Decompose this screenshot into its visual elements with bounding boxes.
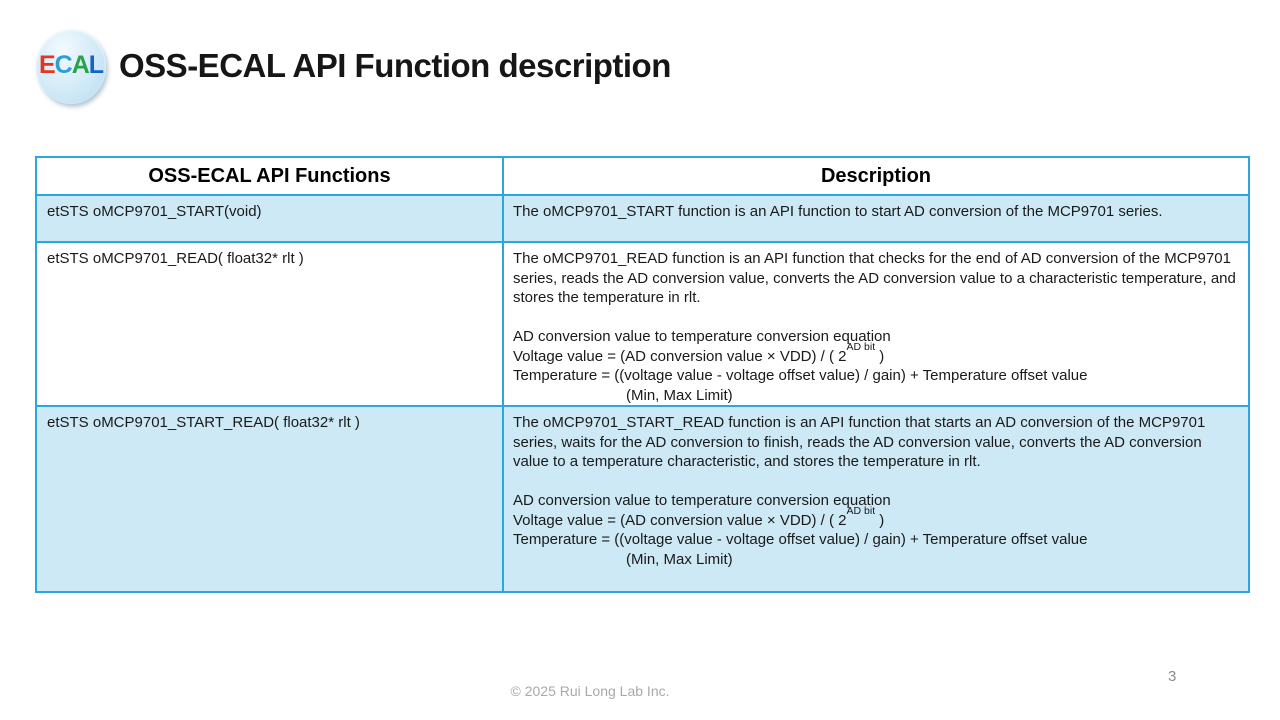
function-cell: etSTS oMCP9701_START_READ( float32* rlt … — [35, 405, 504, 593]
ecal-logo-text: ECAL — [38, 51, 104, 80]
table-row-start-read: etSTS oMCP9701_START_READ( float32* rlt … — [35, 405, 1250, 593]
description-text: The oMCP9701_START function is an API fu… — [513, 203, 1163, 220]
api-function-table: OSS-ECAL API Functions Description etSTS… — [35, 156, 1250, 593]
logo-letter-l: L — [88, 51, 104, 79]
slide-title: OSS-ECAL API Function description — [119, 47, 671, 84]
equation-temperature-line: Temperature = ((voltage value - voltage … — [513, 367, 1088, 384]
equation-voltage-line: Voltage value = (AD conversion value × V… — [513, 341, 1239, 367]
equation-voltage-superscript: AD bit — [846, 504, 876, 517]
equation-temperature-line: Temperature = ((voltage value - voltage … — [513, 531, 1088, 548]
blank-line — [513, 472, 1239, 492]
table-row-start: etSTS oMCP9701_START(void) The oMCP9701_… — [35, 194, 1250, 243]
description-cell: The oMCP9701_READ function is an API fun… — [502, 241, 1250, 407]
description-cell: The oMCP9701_START function is an API fu… — [502, 194, 1250, 243]
equation-heading: AD conversion value to temperature conve… — [513, 492, 891, 509]
logo-letter-c: C — [54, 51, 73, 79]
equation-heading: AD conversion value to temperature conve… — [513, 328, 891, 345]
equation-limit-line: (Min, Max Limit) — [626, 550, 733, 568]
equation-voltage-prefix: Voltage value = (AD conversion value × V… — [513, 347, 847, 365]
equation-voltage-prefix: Voltage value = (AD conversion value × V… — [513, 511, 847, 529]
equation-block: AD conversion value to temperature conve… — [513, 327, 1239, 405]
blank-line — [513, 308, 1239, 328]
description-cell: The oMCP9701_START_READ function is an A… — [502, 405, 1250, 593]
equation-voltage-suffix: ) — [875, 511, 885, 529]
equation-limit-line: (Min, Max Limit) — [626, 386, 733, 404]
equation-voltage-superscript: AD bit — [846, 340, 876, 353]
function-cell: etSTS oMCP9701_START(void) — [35, 194, 504, 243]
function-cell: etSTS oMCP9701_READ( float32* rlt ) — [35, 241, 504, 407]
equation-block: AD conversion value to temperature conve… — [513, 491, 1239, 569]
equation-voltage-line: Voltage value = (AD conversion value × V… — [513, 505, 1239, 531]
logo-letter-a: A — [71, 51, 90, 79]
logo-letter-e: E — [38, 51, 56, 79]
description-text: The oMCP9701_READ function is an API fun… — [513, 250, 1236, 306]
table-header-row: OSS-ECAL API Functions Description — [35, 156, 1250, 196]
ecal-logo: ECAL — [36, 29, 106, 104]
description-text: The oMCP9701_START_READ function is an A… — [513, 414, 1206, 470]
page-number: 3 — [1168, 668, 1177, 685]
table-header-description: Description — [502, 156, 1250, 196]
table-row-read: etSTS oMCP9701_READ( float32* rlt ) The … — [35, 241, 1250, 407]
copyright-text: © 2025 Rui Long Lab Inc. — [510, 683, 670, 699]
equation-voltage-suffix: ) — [875, 347, 885, 365]
table-header-functions: OSS-ECAL API Functions — [35, 156, 504, 196]
